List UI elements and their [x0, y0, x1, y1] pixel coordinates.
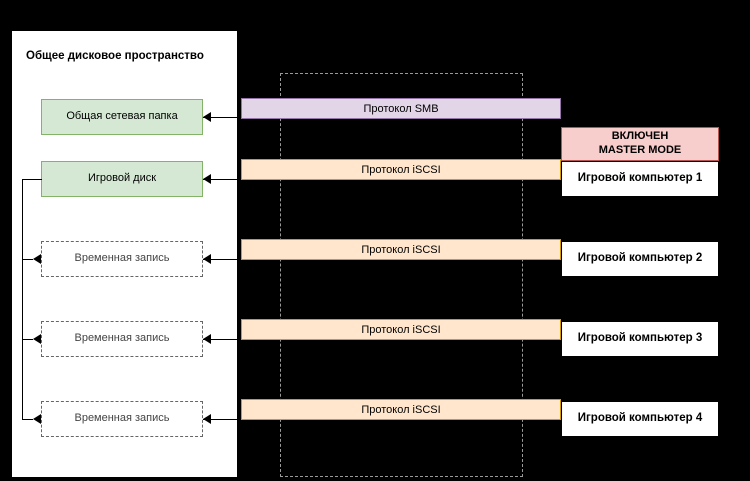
master-mode-line-1: ВКЛЮЧЕН: [611, 130, 669, 143]
game-disk-branch-arrow-1: [33, 254, 41, 264]
arrow-iscsi3-to-temp2-head: [203, 334, 211, 344]
gaming-computer-label: Игровой компьютер 1: [577, 172, 703, 185]
game-disk-branch-stub-3: [22, 419, 33, 420]
gaming-computer-label: Игровой компьютер 2: [577, 252, 703, 265]
protocol-bar-smb[interactable]: Протокол SMB: [241, 98, 561, 119]
arrow-smb-to-shared-folder-head: [203, 112, 211, 122]
gaming-computer-label: Игровой компьютер 4: [577, 412, 703, 425]
protocol-bar-iscsi-2[interactable]: Протокол iSCSI: [241, 239, 561, 260]
gaming-computer-2[interactable]: Игровой компьютер 2: [561, 241, 719, 277]
storage-box-label: Временная запись: [74, 332, 170, 345]
storage-box-temp-write-2[interactable]: Временная запись: [41, 321, 203, 357]
arrow-iscsi1-to-game-disk-head: [203, 174, 211, 184]
arrow-iscsi3-to-temp2-line: [203, 339, 241, 340]
game-disk-branch-arrow-3: [33, 414, 41, 424]
arrow-iscsi2-to-temp1-head: [203, 254, 211, 264]
protocol-bar-iscsi-1[interactable]: Протокол iSCSI: [241, 159, 561, 180]
gaming-computer-label: Игровой компьютер 3: [577, 332, 703, 345]
shared-storage-title: Общее дисковое пространство: [26, 50, 204, 62]
game-disk-branch-stub-2: [22, 339, 33, 340]
game-disk-branch-line: [22, 179, 23, 420]
master-mode-line-2: MASTER MODE: [598, 144, 682, 156]
game-disk-branch-stub-1: [22, 259, 33, 260]
storage-box-label: Временная запись: [74, 412, 170, 425]
protocol-bar-label: Протокол SMB: [363, 102, 439, 115]
protocol-bar-label: Протокол iSCSI: [361, 163, 441, 176]
storage-box-label: Игровой диск: [87, 172, 157, 185]
arrow-iscsi2-to-temp1-line: [203, 259, 241, 260]
protocol-bar-label: Протокол iSCSI: [361, 243, 441, 256]
game-disk-branch-arrow-2: [33, 334, 41, 344]
gaming-computer-1[interactable]: Игровой компьютер 1: [561, 161, 719, 197]
gaming-computer-3[interactable]: Игровой компьютер 3: [561, 321, 719, 357]
arrow-iscsi4-to-temp3-line: [203, 419, 241, 420]
arrow-iscsi4-to-temp3-head: [203, 414, 211, 424]
protocol-bar-iscsi-4[interactable]: Протокол iSCSI: [241, 399, 561, 420]
storage-box-temp-write-3[interactable]: Временная запись: [41, 401, 203, 437]
storage-box-temp-write-1[interactable]: Временная запись: [41, 241, 203, 277]
arrow-smb-to-shared-folder-line: [203, 117, 241, 118]
storage-box-label: Общая сетевая папка: [66, 110, 178, 123]
gaming-computer-4[interactable]: Игровой компьютер 4: [561, 401, 719, 437]
protocol-bar-label: Протокол iSCSI: [361, 403, 441, 416]
storage-box-game-disk[interactable]: Игровой диск: [41, 161, 203, 197]
storage-box-shared-folder[interactable]: Общая сетевая папка: [41, 99, 203, 135]
game-disk-branch-top: [22, 179, 42, 180]
arrow-iscsi1-to-game-disk-line: [203, 179, 241, 180]
storage-box-label: Временная запись: [74, 252, 170, 265]
protocol-bar-iscsi-3[interactable]: Протокол iSCSI: [241, 319, 561, 340]
protocol-bar-label: Протокол iSCSI: [361, 323, 441, 336]
master-mode-badge: ВКЛЮЧЕН MASTER MODE: [561, 127, 719, 161]
protocol-group-outline: [280, 73, 523, 477]
